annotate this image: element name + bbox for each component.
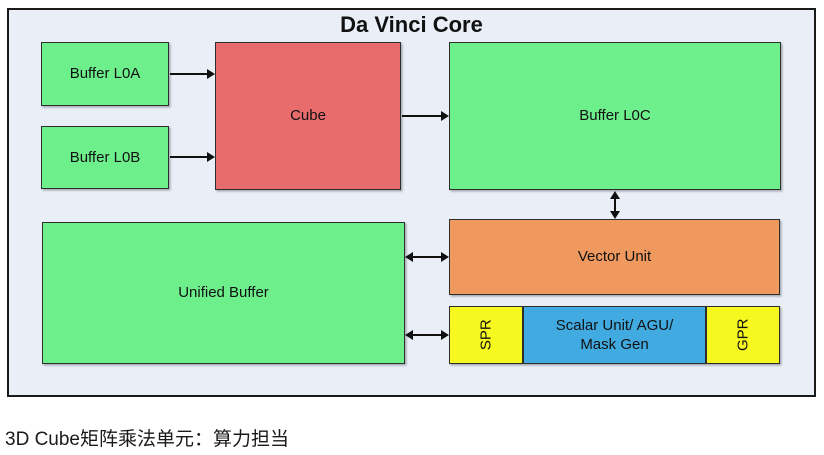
arrow-cube-to-buffer-l0c	[401, 111, 449, 121]
arrowhead-right-icon	[441, 111, 449, 121]
block-unified-buffer-label: Unified Buffer	[178, 284, 269, 302]
block-cube-label: Cube	[290, 107, 326, 125]
diagram-title: Da Vinci Core	[340, 12, 483, 37]
arrowhead-right-icon	[207, 152, 215, 162]
arrow-line	[170, 73, 208, 75]
block-vector-unit: Vector Unit	[449, 219, 780, 295]
arrowhead-left-icon	[405, 330, 413, 340]
block-scalar-unit-label: Scalar Unit/ AGU/ Mask Gen	[555, 316, 674, 354]
block-buffer-l0a: Buffer L0A	[41, 42, 169, 106]
arrow-line	[170, 156, 208, 158]
block-buffer-l0c: Buffer L0C	[449, 42, 781, 190]
arrowhead-right-icon	[207, 69, 215, 79]
arrow-line	[402, 115, 442, 117]
block-buffer-l0b-label: Buffer L0B	[69, 148, 141, 166]
arrow-line	[614, 198, 616, 212]
block-spr: SPR	[449, 306, 523, 364]
block-buffer-l0c-label: Buffer L0C	[579, 107, 651, 125]
block-spr-label: SPR	[477, 319, 495, 351]
block-unified-buffer: Unified Buffer	[42, 222, 405, 364]
block-gpr-label: GPR	[734, 318, 752, 352]
block-scalar-unit: Scalar Unit/ AGU/ Mask Gen	[523, 306, 706, 364]
block-gpr: GPR	[706, 306, 780, 364]
arrow-line	[412, 256, 442, 258]
block-buffer-l0b: Buffer L0B	[41, 126, 169, 189]
arrowhead-right-icon	[441, 330, 449, 340]
arrow-unified-buffer-spr	[405, 330, 449, 340]
caption-text: 3D Cube矩阵乘法单元：算力担当	[5, 429, 289, 450]
arrow-line	[412, 334, 442, 336]
arrow-unified-buffer-vector-unit	[405, 252, 449, 262]
block-cube: Cube	[215, 42, 401, 190]
arrowhead-up-icon	[610, 191, 620, 199]
arrow-buffer-l0a-to-cube	[169, 69, 215, 79]
arrowhead-down-icon	[610, 211, 620, 219]
arrowhead-right-icon	[441, 252, 449, 262]
block-buffer-l0a-label: Buffer L0A	[69, 65, 141, 83]
arrow-buffer-l0c-vector-unit	[610, 191, 620, 219]
arrow-buffer-l0b-to-cube	[169, 152, 215, 162]
block-vector-unit-label: Vector Unit	[577, 248, 652, 266]
arrowhead-left-icon	[405, 252, 413, 262]
